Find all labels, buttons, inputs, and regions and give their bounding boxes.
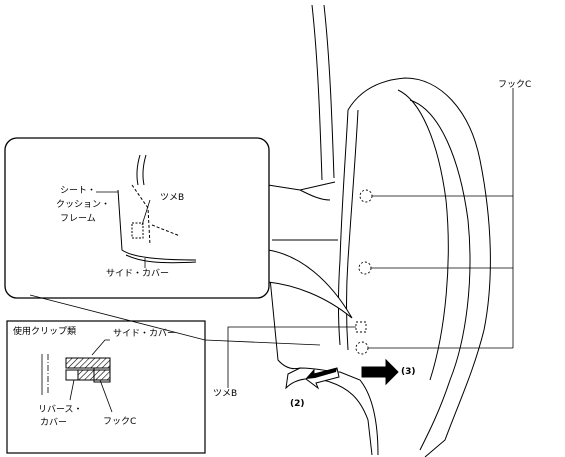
hook-c-markers bbox=[355, 189, 373, 355]
step-2-label: (2) bbox=[290, 399, 305, 409]
arrow-step-3 bbox=[361, 358, 399, 386]
hook-c-marker bbox=[359, 189, 373, 203]
clip-types-box bbox=[6, 294, 321, 454]
side-cover-zoom-label: サイド・カバー bbox=[106, 269, 170, 279]
zoom-callout bbox=[4, 137, 353, 319]
reverse-cover-label: カバー bbox=[40, 418, 68, 428]
hook-c-label: フックC bbox=[498, 80, 532, 90]
claw-b-zoom-marker bbox=[131, 222, 144, 239]
zoom-detail bbox=[96, 154, 197, 268]
seat-cushion-frame-label: フレーム bbox=[60, 214, 96, 224]
clip-types-label: 使用クリップ類 bbox=[13, 327, 77, 337]
claw-b-zoom-label: ツメB bbox=[160, 193, 185, 203]
side-panel bbox=[269, 77, 491, 457]
reverse-cover-label: リバース・ bbox=[38, 405, 83, 415]
hook-c-marker bbox=[355, 341, 369, 355]
hook-c-leaders bbox=[368, 88, 514, 349]
claw-b-leader bbox=[227, 326, 356, 388]
hook-c-marker bbox=[358, 261, 372, 275]
claw-b-marker bbox=[355, 321, 367, 333]
hook-c-clip-label: フックC bbox=[103, 417, 137, 427]
seat-cushion-frame-label: シート・ bbox=[60, 186, 97, 196]
seat-back-outline bbox=[267, 4, 336, 201]
side-cover-clip-label: サイド・カバー bbox=[113, 329, 177, 339]
arrow-step-2 bbox=[305, 367, 340, 390]
seat-cushion-frame-label: クッション・ bbox=[56, 200, 111, 210]
claw-b-label: ツメB bbox=[213, 389, 238, 399]
step-3-label: (3) bbox=[401, 367, 416, 377]
